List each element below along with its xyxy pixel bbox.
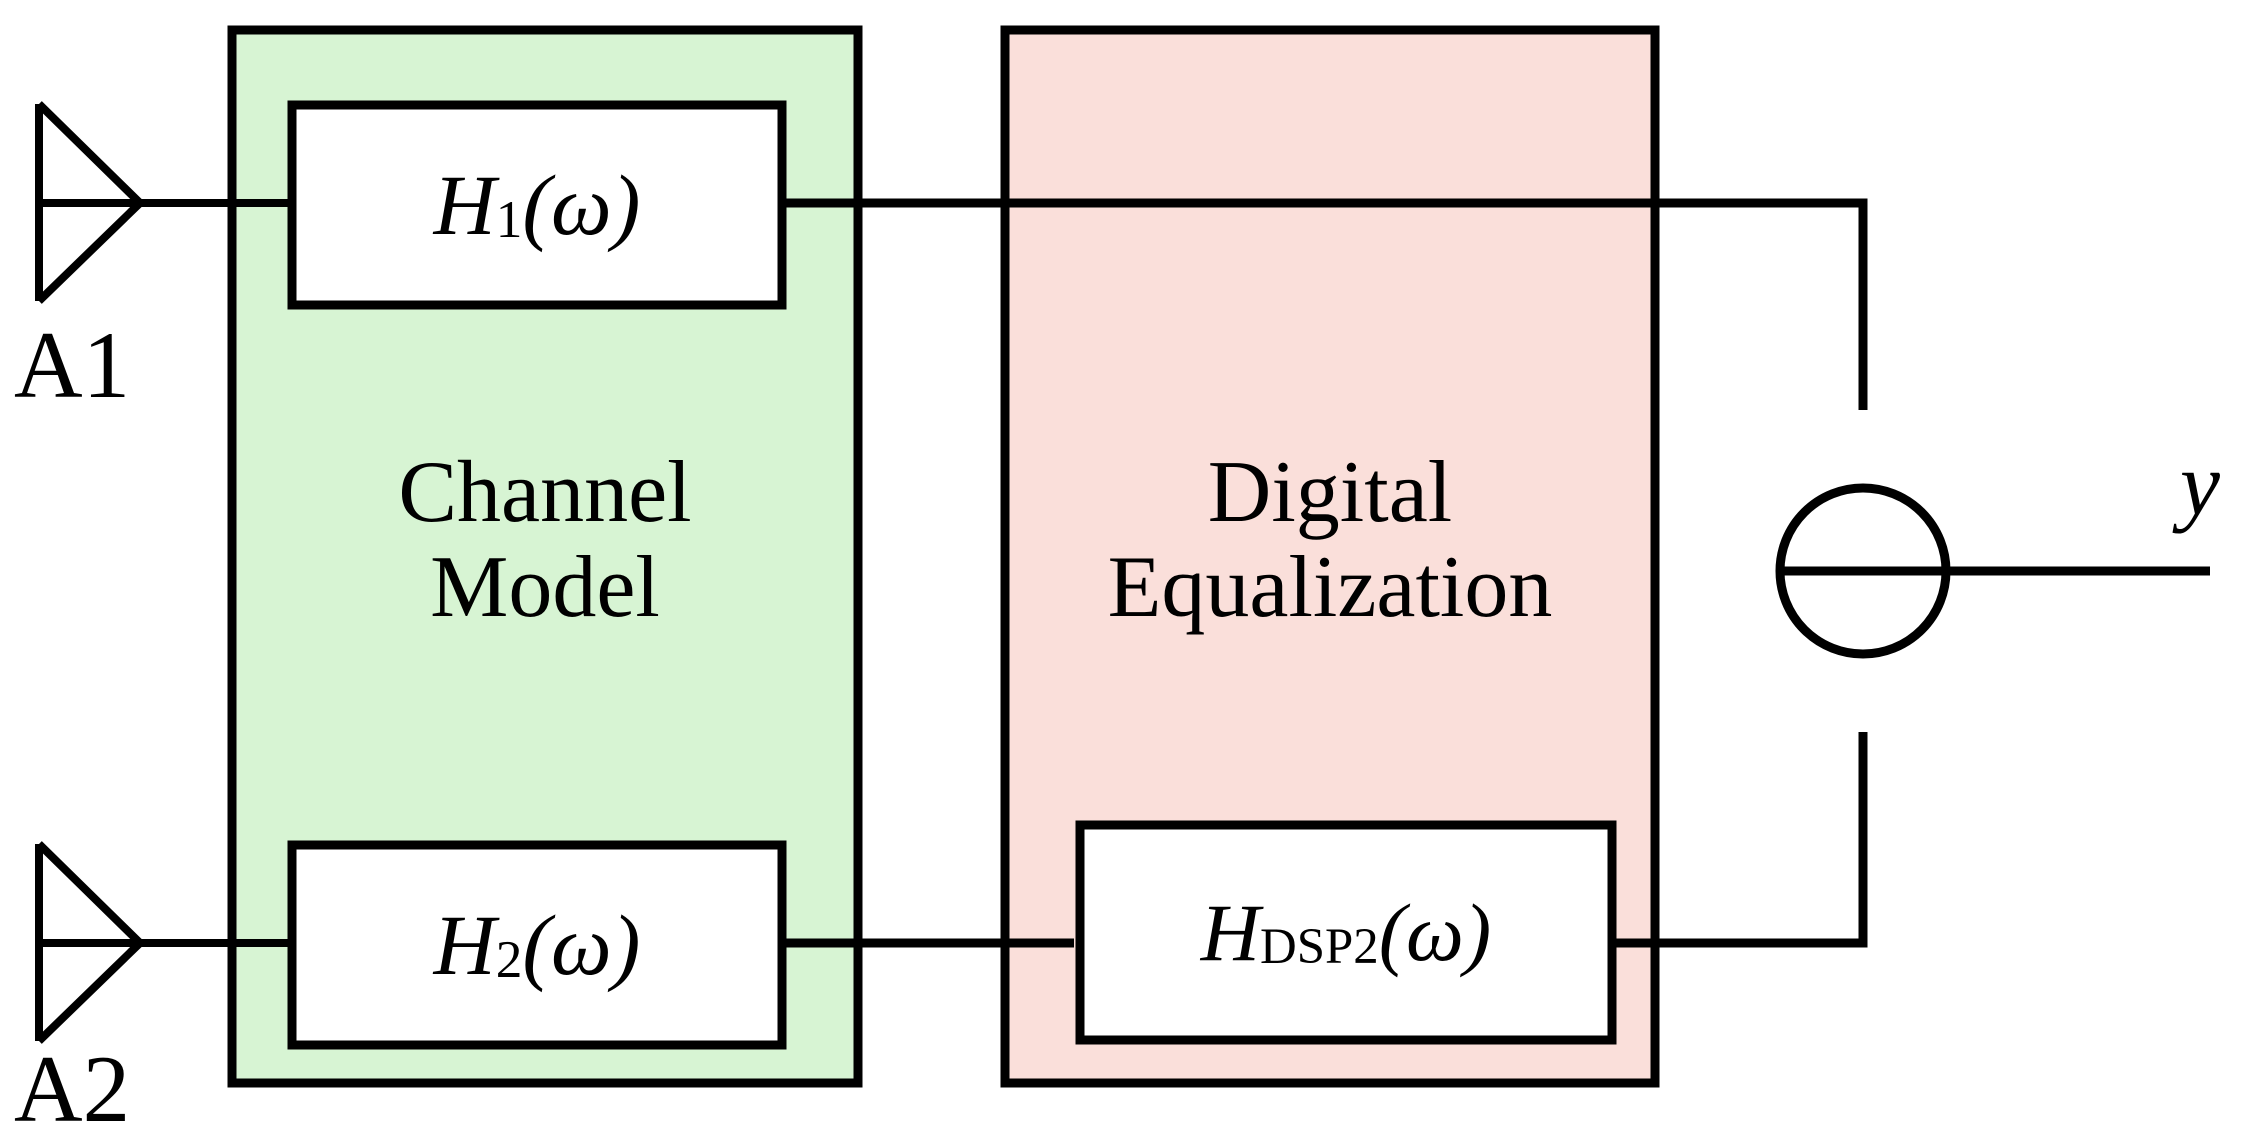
block-h1[interactable] [287,100,787,310]
block-h2[interactable] [287,840,787,1050]
channel-model-title: Channel Model [232,440,858,640]
channel-model-title-line1: Channel [398,443,692,541]
block-hdsp2-arg: (ω) [1378,886,1492,978]
antenna-a1-label: A1 [14,312,131,418]
block-hdsp2-sub: DSP2 [1260,917,1379,974]
digital-equalization-title: Digital Equalization [1005,440,1655,640]
digital-equalization-title-line2: Equalization [1107,539,1553,636]
block-h2-arg: (ω) [522,897,641,993]
block-h2-sub: 2 [495,928,523,989]
antenna-a2-label: A2 [14,1036,131,1142]
block-h1-arg: (ω) [522,157,641,253]
block-hdsp2-base: H [1200,886,1261,978]
digital-equalization-title-line1: Digital [1207,443,1453,541]
block-h2-base: H [433,897,496,993]
antenna-a2-icon [35,841,143,1044]
sum-node[interactable] [1775,483,1951,659]
channel-model-title-line2: Model [430,539,660,636]
output-y-label: y [2180,435,2220,534]
block-h1-base: H [433,157,496,253]
edge-hdsp2-to-sum [1612,732,1863,948]
antenna-a1-icon [35,101,143,304]
block-h1-sub: 1 [495,188,523,249]
edge-h1-to-sum [782,198,1868,410]
block-hdsp2[interactable] [1075,820,1617,1045]
